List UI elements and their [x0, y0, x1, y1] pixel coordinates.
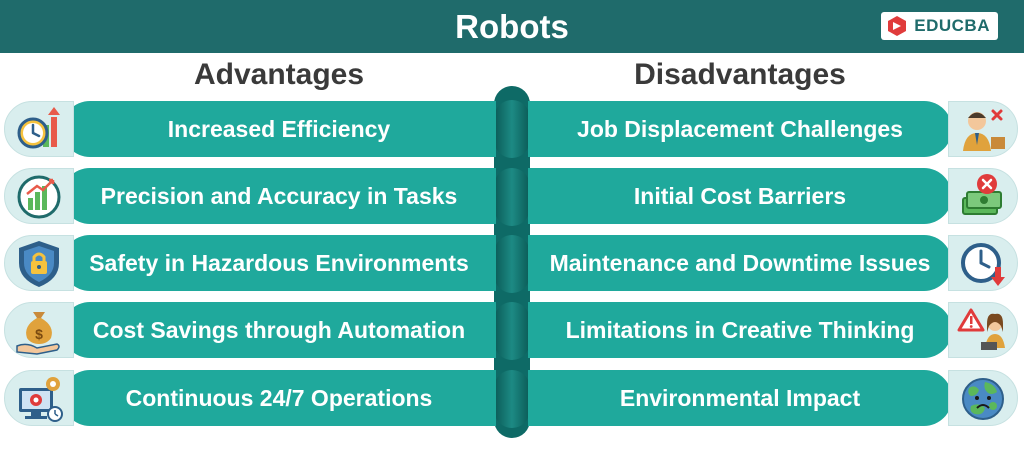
advantages-heading: Advantages [193, 58, 365, 91]
gear-monitor-icon [19, 377, 63, 422]
advantage-item: Precision and Accuracy in Tasks [62, 168, 496, 224]
advantage-item: Continuous 24/7 Operations [62, 370, 496, 426]
shield-lock-icon [19, 241, 59, 287]
disadvantage-item: Limitations in Creative Thinking [528, 302, 952, 358]
advantage-item: Safety in Hazardous Environments [62, 235, 496, 291]
warning-person-icon [957, 308, 1005, 350]
disadvantage-item: Environmental Impact [528, 370, 952, 426]
spine-segment [494, 168, 530, 226]
advantage-icon-box [4, 101, 74, 157]
title-bar: Robots EDUCBA [0, 0, 1024, 53]
spine-segment [494, 100, 530, 158]
disadvantage-item: Initial Cost Barriers [528, 168, 952, 224]
advantage-item: Increased Efficiency [62, 101, 496, 157]
disadvantage-icon-box [948, 302, 1018, 358]
educba-logo: EDUCBA [881, 12, 998, 40]
advantage-icon-box [4, 168, 74, 224]
advantage-icon-box: $ [4, 302, 74, 358]
spine-segment [494, 370, 530, 428]
disadvantage-icon-box [948, 235, 1018, 291]
clock-down-icon [961, 243, 1005, 286]
disadvantages-heading: Disadvantages [634, 58, 846, 91]
disadvantage-item: Job Displacement Challenges [528, 101, 952, 157]
disadvantage-icon-box [948, 370, 1018, 426]
advantage-icon-box [4, 370, 74, 426]
money-cross-icon [962, 174, 1002, 215]
disadvantage-icon-box [948, 101, 1018, 157]
advantage-icon-box [4, 235, 74, 291]
spine-segment [494, 302, 530, 360]
earth-icon [962, 378, 1004, 420]
chart-precision-icon [17, 175, 61, 219]
logo-text: EDUCBA [914, 16, 990, 35]
clock-growth-icon [17, 107, 60, 149]
disadvantage-item: Maintenance and Downtime Issues [528, 235, 952, 291]
disadvantage-icon-box [948, 168, 1018, 224]
money-bag-hand-icon: $ [16, 312, 60, 355]
advantage-item: Cost Savings through Automation [62, 302, 496, 358]
page-title: Robots [455, 7, 569, 45]
educba-logo-icon [888, 16, 907, 36]
spine-segment [494, 235, 530, 293]
svg-text:$: $ [35, 326, 43, 342]
worker-cross-icon [963, 109, 1005, 151]
